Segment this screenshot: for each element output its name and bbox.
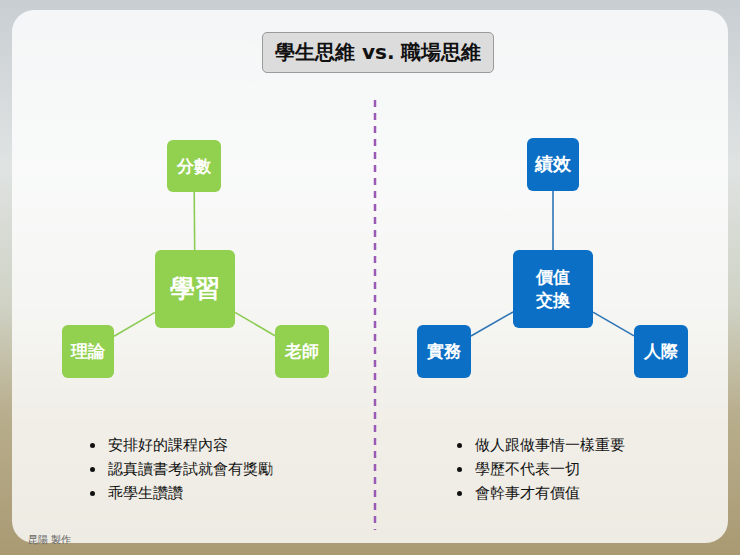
bullet-dot [90,443,95,448]
node-text: 學習 [170,272,220,306]
connector-line [114,312,155,336]
connector-line [471,312,513,336]
concept-box: 理論 [62,325,114,378]
node-text: 老師 [285,340,319,363]
concept-box: 老師 [275,325,329,378]
node-text: 人際 [644,340,678,363]
concept-box: 分數 [167,140,221,192]
bullet-text: 乖學生讚讚 [108,484,183,502]
bullet-text: 做人跟做事情一樣重要 [475,436,625,454]
concept-box: 學習 [155,250,235,328]
connector-line [552,191,554,250]
connector-line [593,312,634,336]
author-note: 昆陽 製作 [28,534,71,546]
title-box: 學生思維 vs. 職場思維 [262,32,494,73]
concept-box: 績效 [527,138,579,191]
bullet-dot [457,443,462,448]
bullet-text: 會幹事才有價值 [475,484,580,502]
concept-box: 實務 [417,325,471,378]
concept-box: 人際 [634,325,688,378]
node-text: 實務 [427,340,461,363]
connector-line [193,192,195,250]
connector-line [235,312,275,335]
divider-line [374,100,377,530]
bullet-dot [90,491,95,496]
bullet-text: 學歷不代表一切 [475,460,580,478]
bullet-dot [457,467,462,472]
bullet-text: 認真讀書考試就會有獎勵 [108,460,273,478]
concept-box: 價值 交換 [513,250,593,328]
bullet-dot [90,467,95,472]
node-text: 價值 交換 [531,266,575,312]
bullet-text: 安排好的課程內容 [108,436,228,454]
node-text: 理論 [71,340,105,363]
bullet-dot [457,491,462,496]
node-text: 績效 [535,152,571,176]
node-text: 分數 [177,155,211,178]
